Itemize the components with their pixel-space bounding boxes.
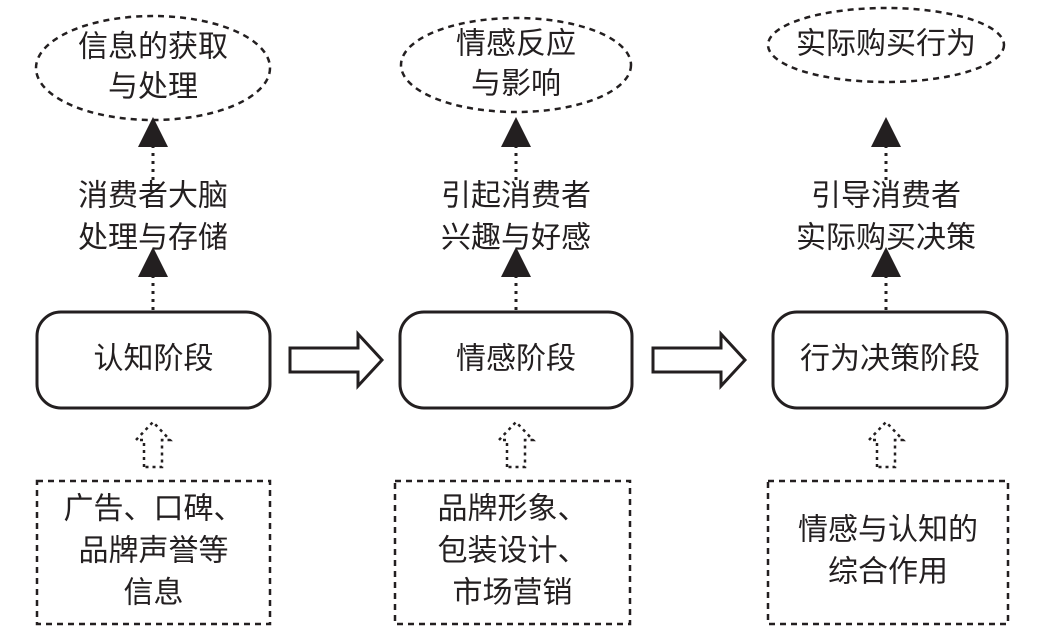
effect-text: 兴趣与好感 <box>441 221 591 256</box>
outcome-text: 情感反应 <box>456 27 576 62</box>
outcome-ellipse <box>766 6 1006 84</box>
input-box <box>766 479 1010 626</box>
outcome-text: 与处理 <box>108 70 198 105</box>
input-box <box>393 479 632 626</box>
hollow-up-arrow <box>133 420 173 469</box>
input-text: 信息 <box>124 576 184 611</box>
effect-text: 消费者大脑 <box>78 179 228 214</box>
stage-label: 情感阶段 <box>456 342 576 377</box>
outcome-text: 实际购买行为 <box>796 27 976 62</box>
input-text: 包装设计、 <box>438 534 588 569</box>
outcome-text: 信息的获取 <box>78 30 228 65</box>
outcome-ellipse <box>399 16 633 114</box>
flow-arrow-2 <box>651 330 748 390</box>
hollow-up-arrow <box>866 420 906 469</box>
input-text: 广告、口碑、 <box>64 492 244 527</box>
stage-box <box>398 310 634 410</box>
input-text: 品牌声誉等 <box>79 534 229 569</box>
effect-text: 实际购买决策 <box>796 221 976 256</box>
flow-arrow-1 <box>288 330 385 390</box>
input-text: 情感与认知的 <box>798 513 978 548</box>
effect-text: 处理与存储 <box>78 221 228 256</box>
stage-box <box>771 310 1009 410</box>
input-text: 综合作用 <box>828 555 948 590</box>
input-text: 品牌形象、 <box>438 492 588 527</box>
outcome-text: 与影响 <box>471 67 561 102</box>
hollow-up-arrow <box>496 420 536 469</box>
stage-label: 认知阶段 <box>94 342 214 377</box>
stage-box <box>35 310 272 410</box>
input-text: 市场营销 <box>453 576 573 611</box>
stage-label: 行为决策阶段 <box>800 342 980 377</box>
effect-text: 引起消费者 <box>441 179 591 214</box>
effect-text: 引导消费者 <box>811 179 961 214</box>
